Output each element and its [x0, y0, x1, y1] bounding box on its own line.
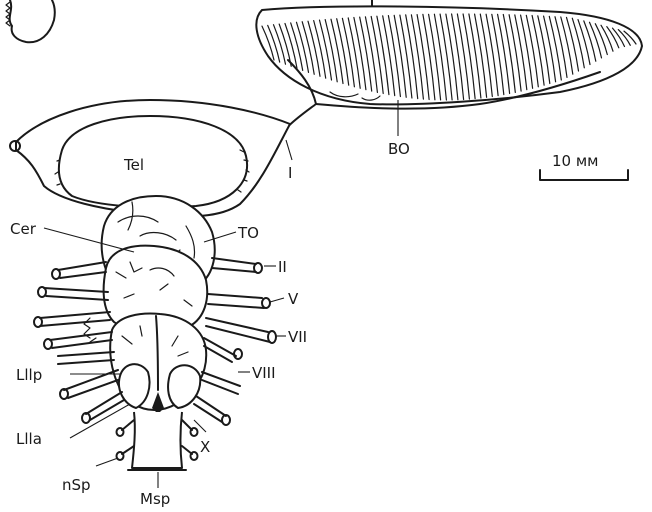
- leader-x: [194, 420, 206, 432]
- leader-v: [270, 298, 284, 302]
- spinal-cord: [132, 412, 182, 468]
- leader-i: [286, 140, 292, 160]
- label-bo: BO: [388, 140, 410, 158]
- label-lllp: Lllp: [16, 366, 42, 384]
- label-nsp: nSp: [62, 476, 91, 494]
- telencephalon-lobe: [59, 116, 247, 208]
- leader-llla: [70, 404, 130, 438]
- vagal-lobes-right: [168, 365, 200, 408]
- label-cer: Cer: [10, 220, 37, 238]
- label-llla: Llla: [16, 430, 42, 448]
- scale-bar: [540, 170, 628, 180]
- label-x: X: [200, 438, 210, 456]
- label-v: V: [288, 290, 299, 308]
- label-i: I: [288, 164, 292, 182]
- label-viii: VIII: [252, 364, 276, 382]
- label-vii: VII: [288, 328, 307, 346]
- label-to: TO: [237, 224, 259, 242]
- label-tel: Tel: [123, 156, 144, 174]
- label-msp: Msp: [140, 490, 170, 508]
- top-left-structure-outline: [10, 0, 55, 42]
- label-scale: 10 мм: [552, 152, 599, 170]
- label-ii: II: [278, 258, 287, 276]
- leader-nsp: [96, 458, 118, 466]
